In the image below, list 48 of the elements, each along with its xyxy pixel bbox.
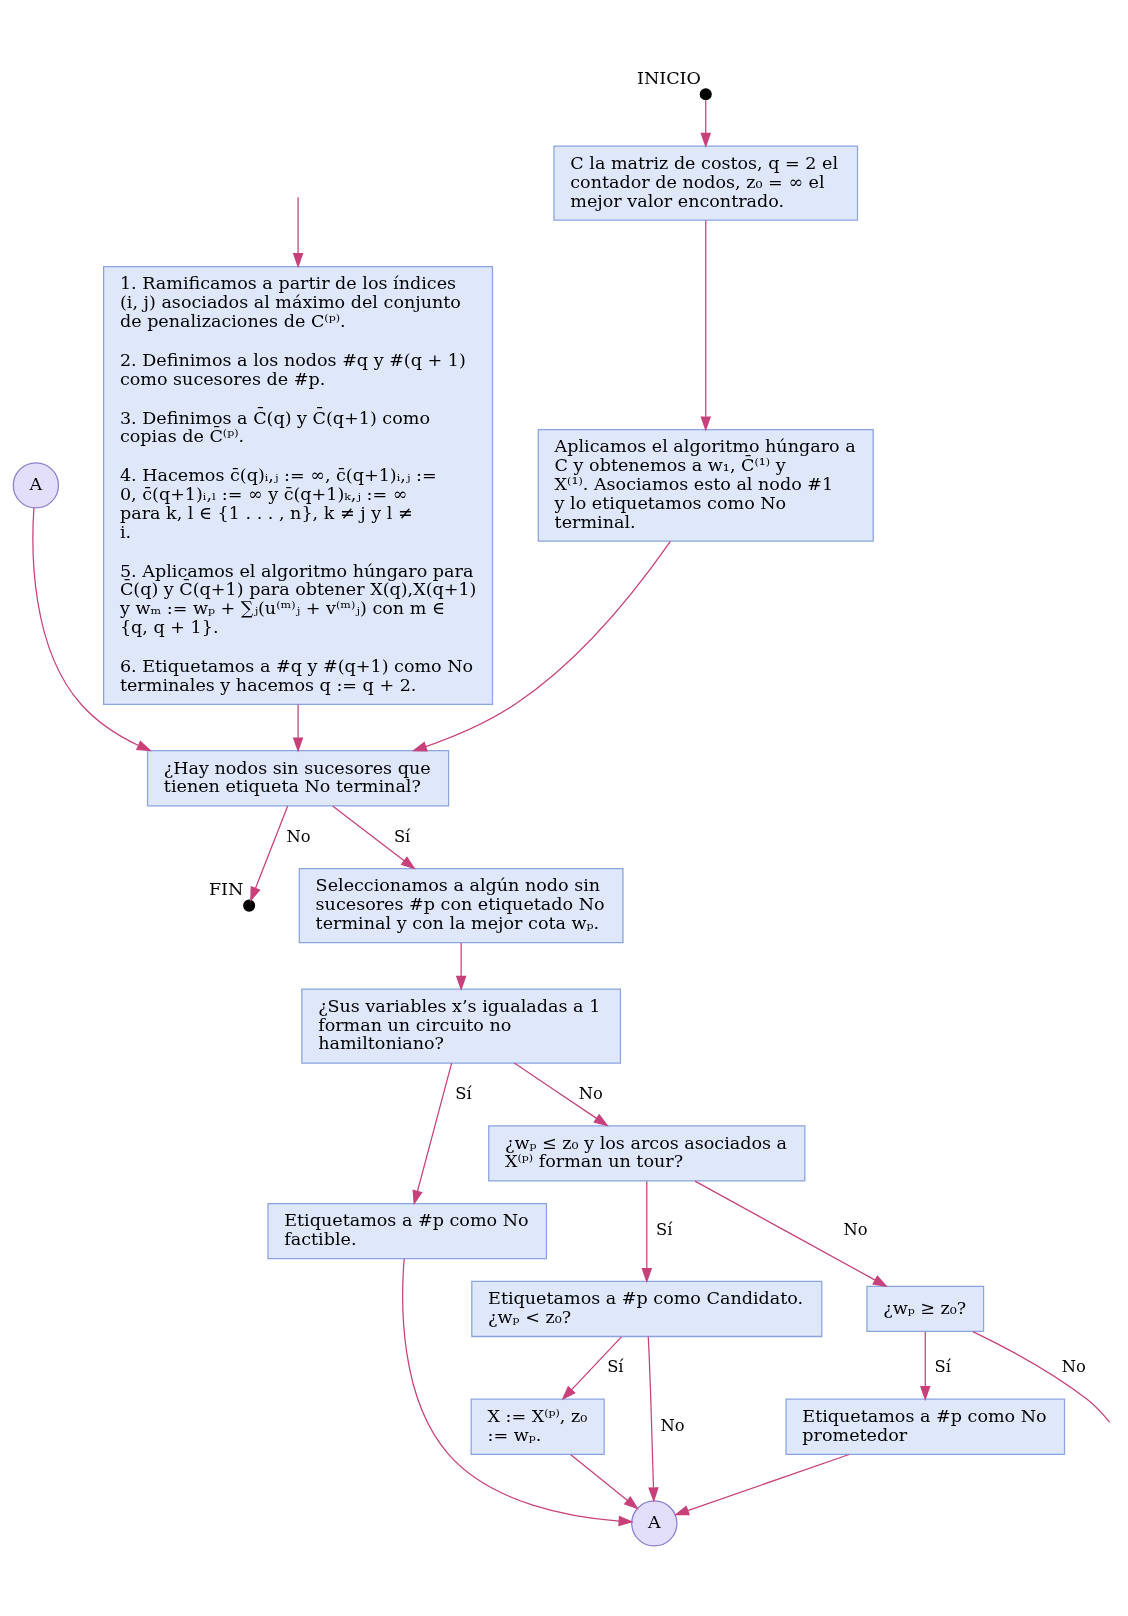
node-circle (243, 899, 256, 912)
arrow (570, 1454, 639, 1510)
arrow (292, 196, 304, 269)
arrow (700, 219, 712, 432)
arrow (250, 805, 289, 902)
arrow (292, 703, 304, 753)
node-circle: A (12, 462, 60, 509)
node-label: FIN (208, 879, 244, 900)
arrow (332, 805, 416, 870)
node-circle (699, 88, 712, 101)
edge-label: Sí (934, 1357, 951, 1377)
edge-label: No (843, 1220, 868, 1240)
arrow (412, 1062, 453, 1206)
edge-label: No (578, 1083, 603, 1103)
node-box: ¿wₚ ≥ z₀? (866, 1285, 985, 1333)
arrow (32, 507, 152, 752)
node-box: 1. Ramificamos a partir de los índices (i, j) asociados al máximo del conjunto de penalizaciones de C⁽ᵖ⁾. 2. Definimos a los nodos #q y #(q + 1) como sucesores de #p. 3. Definimos a C̄(q) y C̄(q+1) como copias de C̄⁽ᵖ⁾. 4. Hacemos c̄(q)ᵢ,ⱼ := ∞, c̄(q+1)ᵢ,ⱼ := 0, c̄(q+1)ᵢ,ₗ := ∞ y c̄(q+1)ₖ,ⱼ := ∞ para k, l ∈ {1 . . . , n}, k ≠ j y l ≠ i. 5. Aplicamos el algoritmo húngaro para C̄(q) y C̄(q+1) para obtener X(q),X(q+1) y wₘ := wₚ + ∑ⱼ(u⁽ᵐ⁾ⱼ + v⁽ᵐ⁾ⱼ) con m ∈ {q, q + 1}. 6. Etiquetamos a #q y #(q+1) como No terminales y hacemos q := q + 2. (103, 265, 494, 705)
arrow (920, 1331, 931, 1401)
node-box: ¿Sus variables x’s igualadas a 1 forman un circuito no hamiltoniano? (301, 988, 622, 1064)
node-box: ¿Hay nodos sin sucesores que tienen etiqueta No terminal? (146, 750, 450, 807)
arrow (455, 942, 467, 991)
edge-label: No (1061, 1357, 1086, 1377)
edge-label: Sí (393, 826, 411, 846)
arrow (411, 540, 672, 752)
node-box: C la matriz de costos, q = 2 el contador de nodos, z₀ = ∞ el mejor valor encontrado. (553, 145, 859, 221)
arrow (402, 1258, 634, 1527)
node-box: ¿wₚ ≤ z₀ y los arcos asociados a X⁽ᵖ⁾ forman un tour? (488, 1125, 806, 1182)
arrow (674, 1453, 850, 1516)
node-box: Etiquetamos a #p como Candidato. ¿wₚ < z₀? (471, 1280, 823, 1338)
node-box: X := X⁽ᵖ⁾, z₀ := wₚ. (470, 1398, 605, 1456)
arrow (700, 99, 712, 148)
node-box: Etiquetamos a #p como No factible. (267, 1202, 548, 1260)
connector (972, 1330, 1111, 1423)
arrow (641, 1180, 653, 1284)
edge-label: Sí (607, 1357, 624, 1377)
node-box: Etiquetamos a #p como No prometedor (785, 1398, 1066, 1456)
arrow (513, 1062, 609, 1127)
node-box: Aplicamos el algoritmo húngaro a C y obtenemos a w₁, C̄⁽¹⁾ y X⁽¹⁾. Asociamos esto al nodo #1 y lo etiquetamos como No terminal. (537, 428, 874, 542)
edge-label: Sí (656, 1220, 673, 1240)
arrow (694, 1180, 888, 1288)
edge-label: No (286, 826, 311, 846)
node-box: Seleccionamos a algún nodo sin sucesores #p con etiquetado No terminal y con la mejor cota wₚ. (298, 868, 624, 944)
arrow (647, 1335, 659, 1503)
node-label: INICIO (636, 68, 701, 89)
edge-label: Sí (455, 1083, 472, 1103)
edge-label: No (660, 1416, 685, 1436)
arrow (561, 1336, 623, 1401)
node-circle: A (631, 1500, 678, 1547)
